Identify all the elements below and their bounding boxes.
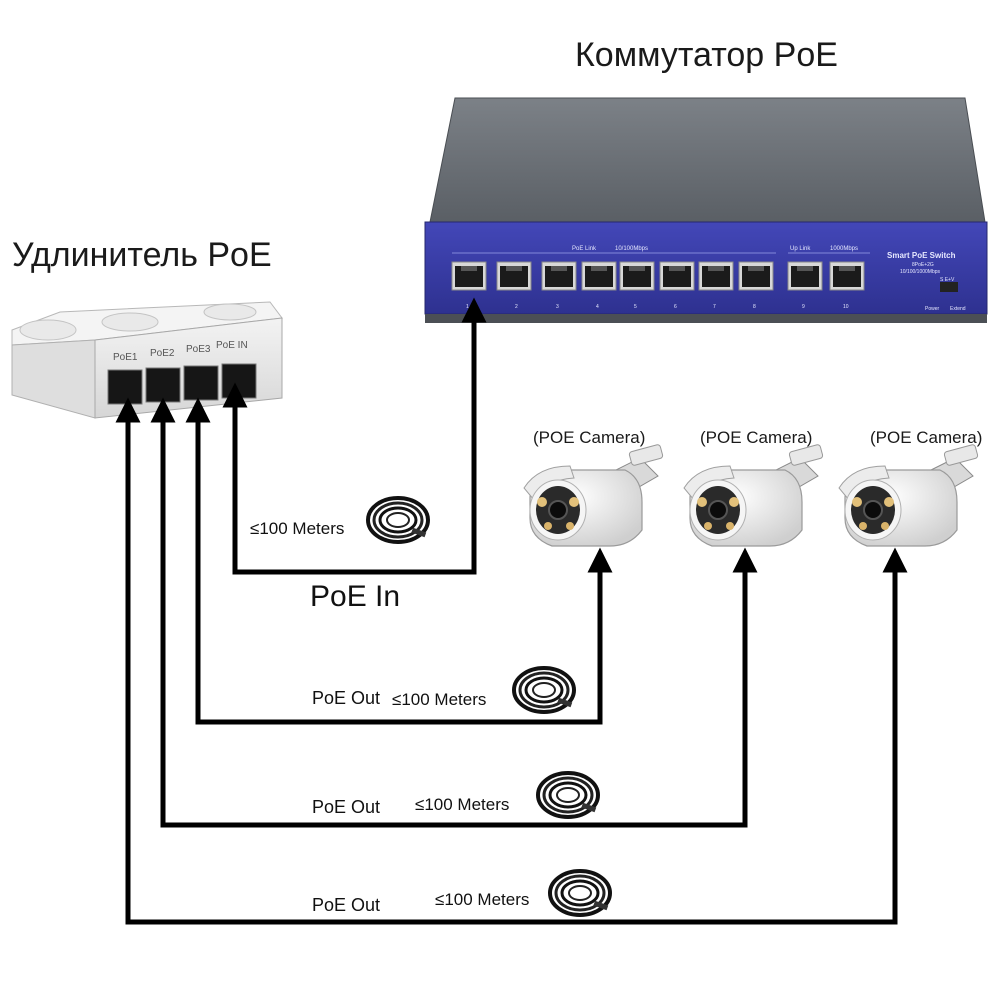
switch-uplink-label: Up Link	[790, 246, 811, 252]
cable-coil-icon	[366, 496, 430, 544]
switch-power-label: Power	[925, 306, 940, 312]
switch-marks: S E+V	[940, 277, 955, 283]
extender-port-label: PoE IN	[216, 340, 248, 351]
poe-out-length: ≤100 Meters	[392, 690, 487, 709]
switch-port-number: 9	[802, 304, 805, 310]
cable-coil-icon	[548, 869, 612, 917]
poe-in-label: PoE In	[310, 580, 401, 613]
poe-in-length: ≤100 Meters	[250, 519, 345, 538]
switch-extend-label: Extend	[950, 306, 966, 312]
switch-port-number: 10	[843, 304, 849, 310]
poe-out-length: ≤100 Meters	[435, 890, 530, 909]
extender-port-label: PoE1	[113, 352, 138, 363]
switch-poe-link-label: PoE Link	[572, 246, 597, 252]
switch-port-number: 8	[753, 304, 756, 310]
poe-switch	[424, 97, 988, 323]
camera-label: (POE Camera)	[533, 428, 646, 447]
poe-out-label: PoE Out	[312, 895, 381, 915]
wire-poe-out-1	[185, 397, 613, 725]
cable-coil-icon	[536, 771, 600, 819]
switch-port-number: 7	[713, 304, 716, 310]
switch-port-number: 3	[556, 304, 559, 310]
switch-brand-sub2: 10/100/1000Mbps	[900, 269, 941, 275]
wire-poe-out-3	[115, 397, 908, 925]
switch-title: Коммутатор PoE	[575, 36, 838, 74]
switch-poe-speed-label: 10/100Mbps	[615, 246, 648, 252]
switch-port-number: 2	[515, 304, 518, 310]
switch-port-number: 4	[596, 304, 599, 310]
poe-out-label: PoE Out	[312, 688, 381, 708]
poe-out-label: PoE Out	[312, 797, 381, 817]
switch-port-number: 1	[466, 304, 469, 310]
poe-camera-1	[523, 443, 665, 547]
poe-camera-3	[838, 443, 980, 547]
switch-brand-label: Smart PoE Switch	[887, 251, 956, 260]
switch-brand-sub1: 8PoE+2G	[912, 262, 934, 268]
cable-coil-icon	[512, 666, 576, 714]
camera-label: (POE Camera)	[700, 428, 813, 447]
camera-label: (POE Camera)	[870, 428, 983, 447]
extender-port-label: PoE3	[186, 344, 211, 355]
extender-title: Удлинитель PoE	[12, 236, 272, 274]
extender-port-label: PoE2	[150, 348, 175, 359]
poe-extender	[11, 301, 283, 419]
poe-out-length: ≤100 Meters	[415, 795, 510, 814]
switch-port-number: 6	[674, 304, 677, 310]
switch-uplink-speed-label: 1000Mbps	[830, 246, 858, 252]
switch-poe-ports	[451, 261, 774, 291]
poe-camera-2	[683, 443, 825, 547]
wires	[115, 297, 908, 925]
extender-text: PoE1 PoE2 PoE3 PoE IN	[113, 340, 248, 363]
switch-text: PoE Link 10/100Mbps Up Link 1000Mbps Sma…	[466, 246, 966, 312]
switch-port-number: 5	[634, 304, 637, 310]
wire-poe-out-2	[150, 397, 758, 828]
